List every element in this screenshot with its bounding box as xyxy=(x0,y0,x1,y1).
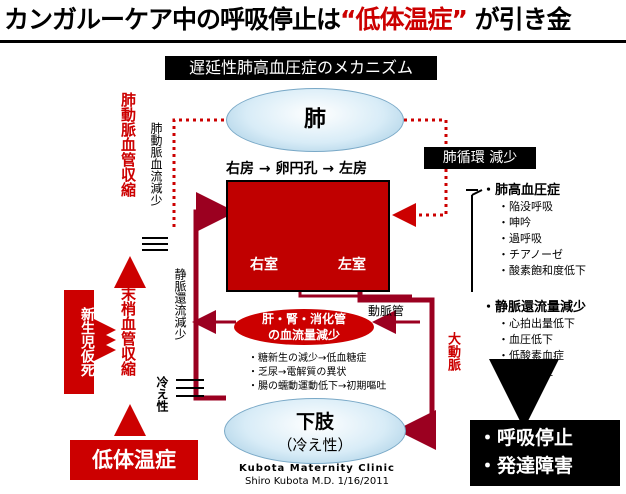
pulm-dotted-left xyxy=(172,118,224,230)
heart-top-label: 右房 → 卵円孔 → 左房 xyxy=(226,161,367,177)
page-title: カンガルーケア中の呼吸停止は“低体温症” が引き金 xyxy=(0,2,626,38)
lower-limb-sub: （冷え性） xyxy=(277,436,353,454)
venous-return-decrease-label: 静脈還流減少 xyxy=(173,268,187,340)
aorta-label: 大動脈 xyxy=(445,332,460,371)
ph-item: ・呻吟 xyxy=(498,216,531,229)
hypothermia-box: 低体温症 xyxy=(70,440,198,480)
gi-line2: の血流量減少 xyxy=(267,328,340,342)
outcome-item: ・発達障害 xyxy=(478,455,574,477)
heart-diagram xyxy=(226,180,390,292)
cold-label: 冷え性 xyxy=(155,376,169,412)
lower-limb-node: 下肢 （冷え性） xyxy=(224,398,406,464)
mechanism-label: 遅延性肺高血圧症のメカニズム xyxy=(165,56,437,80)
ph-item: ・陥没呼吸 xyxy=(498,200,553,213)
pfo-label: 卵円孔 xyxy=(275,161,318,177)
right-ventricle-label: 右室 xyxy=(250,257,278,273)
outcome-box: ・呼吸停止 ・発達障害 xyxy=(470,420,620,486)
neonate-asphyxia-text: 新生児仮死 xyxy=(79,307,95,377)
venous-return-vessel xyxy=(193,192,236,401)
neonate-asphyxia-label: 新生児仮死 xyxy=(64,290,95,394)
lower-limb-main: 下肢 xyxy=(295,411,334,433)
right-atrium-label: 右房 xyxy=(226,161,254,177)
title-underline xyxy=(0,40,626,43)
vr-item: ・血圧低下 xyxy=(498,333,553,346)
pulm-flow-decrease-label: 肺動脈血流減少 xyxy=(149,122,163,206)
pa-constriction-label: 肺動脈血管収縮 xyxy=(119,92,137,197)
vr-item: ・低酸素血症 xyxy=(498,349,564,362)
gi-line1: 肝・腎・消化管 xyxy=(261,312,346,326)
credit-line1: Kubota Maternity Clinic xyxy=(239,463,395,474)
peripheral-constriction-label: 末梢血管収縮 xyxy=(119,286,137,376)
vr-item: ・心拍出量低下 xyxy=(498,317,575,330)
ph-item: ・過呼吸 xyxy=(498,232,542,245)
venous-return-list: ・静脈還流量減少 ・心拍出量低下 ・血圧低下 ・低酸素血症 ・低血糖症 xyxy=(482,300,586,380)
vr-item: ・低血糖症 xyxy=(498,365,553,378)
left-ventricle-label: 左室 xyxy=(338,257,366,273)
ph-item: ・チアノーゼ xyxy=(498,248,564,261)
left-atrium-label: 左房 xyxy=(338,161,367,177)
effects-list: ・糖新生の減少→低血糖症 ・乏尿→電解質の異状 ・腸の蠕動運動低下→初期嘔吐 xyxy=(248,352,386,394)
pulmonary-hypertension-list: ・肺高血圧症 ・陥没呼吸 ・呻吟 ・過呼吸 ・チアノーゼ ・酸素飽和度低下 xyxy=(482,183,586,279)
title-part3: が引き金 xyxy=(466,5,572,34)
outcome-item: ・呼吸停止 xyxy=(478,427,574,449)
title-part1: カンガルーケア中の呼吸停止は xyxy=(4,5,341,34)
ph-item: ・酸素飽和度低下 xyxy=(498,264,586,277)
pulm-dotted-right xyxy=(392,118,448,227)
ductus-vessel xyxy=(298,292,412,298)
ph-heading: ・肺高血圧症 xyxy=(482,183,561,198)
gi-bloodflow-node: 肝・腎・消化管 の血流量減少 xyxy=(234,309,374,345)
ductus-label: 動脈管 xyxy=(368,304,405,318)
effect-item: ・腸の蠕動運動低下→初期嘔吐 xyxy=(248,381,387,392)
effect-item: ・糖新生の減少→低血糖症 xyxy=(248,353,367,364)
title-highlight: “低体温症” xyxy=(340,5,468,34)
lung-node: 肺 xyxy=(226,88,404,152)
effect-item: ・乏尿→電解質の異状 xyxy=(248,367,347,378)
credit-line2: Shiro Kubota M.D. 1/16/2011 xyxy=(245,476,389,487)
vr-heading: ・静脈還流量減少 xyxy=(482,300,587,315)
pulmonary-circulation-label: 肺循環 減少 xyxy=(424,147,536,169)
credit: Kubota Maternity Clinic Shiro Kubota M.D… xyxy=(232,462,402,488)
